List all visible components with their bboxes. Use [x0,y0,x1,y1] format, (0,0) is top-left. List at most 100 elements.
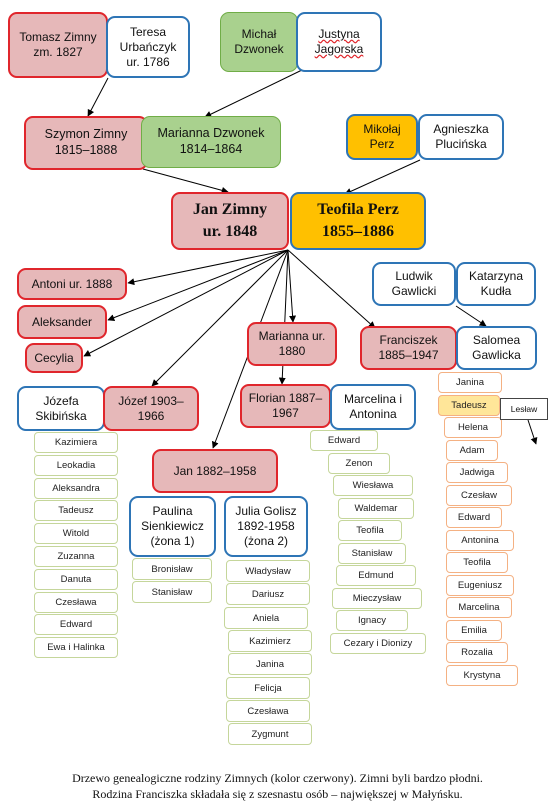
grandchild-item[interactable]: Edmund [336,565,416,586]
grandchild-item[interactable]: Janina [228,653,312,675]
grandchild-item[interactable]: Danuta [34,569,118,590]
grandchild-item[interactable]: Rozalia [446,642,508,663]
grandchild-item[interactable]: Zygmunt [228,723,312,745]
person-label: Marianna ur. 1880 [258,329,326,358]
person-label: Michał Dzwonek [234,27,284,56]
grandchild-item[interactable]: Bronisław [132,558,212,580]
person-michal-dzwonek[interactable]: Michał Dzwonek [220,12,298,72]
person-label: Jan 1882–1958 [173,463,257,478]
grandchild-item[interactable]: Aniela [224,607,308,629]
caption-line-1: Drzewo genealogiczne rodziny Zimnych (ko… [72,771,483,785]
person-marianna-dzwonek[interactable]: Marianna Dzwonek 1814–1864 [141,116,281,168]
person-label: Franciszek 1885–1947 [378,333,439,362]
person-jozef[interactable]: Józef 1903–1966 [103,386,199,431]
grandchild-item[interactable]: Witold [34,523,118,544]
person-tomasz-zimny[interactable]: Tomasz Zimny zm. 1827 [8,12,108,78]
grandchild-item[interactable]: Mieczysław [332,588,422,609]
person-cecylia[interactable]: Cecylia [25,343,83,373]
grandchild-item[interactable]: Teofila [338,520,402,541]
grandchild-item[interactable]: Zenon [328,453,390,474]
grandchild-item[interactable]: Krystyna [446,665,518,686]
grandchild-item[interactable]: Cezary i Dionizy [330,633,426,654]
person-teresa-urbanczyk[interactable]: Teresa Urbańczyk ur. 1786 [106,16,190,78]
grandchild-item[interactable]: Tadeusz [34,500,118,521]
grandchild-item[interactable]: Dariusz [226,583,310,605]
grandchild-item[interactable]: Eugeniusz [446,575,514,596]
note-leslaw: Lesław [500,398,548,420]
grandchild-item[interactable]: Waldemar [338,498,414,519]
person-label: Marcelina i Antonina [343,392,403,421]
person-name: Jan Zimny [192,201,268,219]
grandchild-item[interactable]: Emilia [446,620,502,641]
grandchild-item[interactable]: Czesława [226,700,310,722]
grandchild-item[interactable]: Ewa i Halinka [34,637,118,658]
grandchild-item[interactable]: Kazimierz [228,630,312,652]
person-justyna-jagorska[interactable]: Justyna Jagorska [296,12,382,72]
person-label: Florian 1887–1967 [248,391,323,420]
person-label: Józefa Skibińska [35,393,87,423]
person-label: Paulina Sienkiewicz (żona 1) [141,504,204,548]
grandchild-item[interactable]: Edward [34,614,118,635]
arrow-to-antoni [127,249,289,286]
grandchild-item[interactable]: Felicja [226,677,310,699]
person-agnieszka-plucinska[interactable]: Agnieszka Plucińska [418,114,504,160]
person-label: Aleksander [31,314,93,329]
person-katarzyna-kudla[interactable]: Katarzyna Kudła [456,262,536,306]
arrow-to-franciszek [287,249,376,329]
grandchild-item[interactable]: Tadeusz [438,395,500,416]
grandchild-item[interactable]: Helena [444,417,502,438]
person-jozefa-skibinska[interactable]: Józefa Skibińska [17,386,105,431]
grandchild-item[interactable]: Kazimiera [34,432,118,453]
person-label: Salomea Gawlicka [472,333,521,362]
person-aleksander[interactable]: Aleksander [17,305,107,339]
person-label: Józef 1903–1966 [118,393,184,423]
grandchild-item[interactable]: Leokadia [34,455,118,476]
grandchild-item[interactable]: Wiesława [333,475,413,496]
grandchild-item[interactable]: Antonina [446,530,514,551]
grandchild-item[interactable]: Edward [310,430,378,451]
person-dates: 1855–1886 [322,223,394,240]
person-jan-son[interactable]: Jan 1882–1958 [152,449,278,493]
person-paulina-sienkiewicz[interactable]: Paulina Sienkiewicz (żona 1) [129,496,216,557]
grandchild-item[interactable]: Marcelina [446,597,512,618]
person-label: Cecylia [34,350,74,365]
person-label: Antoni ur. 1888 [31,276,113,291]
person-dates: ur. 1848 [202,223,258,240]
arrow-szymon-jan [142,168,229,194]
grandchild-item[interactable]: Stanisław [338,543,406,564]
person-antoni[interactable]: Antoni ur. 1888 [17,268,127,300]
person-marianna-child[interactable]: Marianna ur. 1880 [247,322,337,366]
grandchild-item[interactable]: Czesław [446,485,512,506]
person-salomea-gawlicka[interactable]: Salomea Gawlicka [456,326,537,370]
person-ludwik-gawlicki[interactable]: Ludwik Gawlicki [372,262,456,306]
grandchild-item[interactable]: Zuzanna [34,546,118,567]
grandchild-item[interactable]: Aleksandra [34,478,118,499]
arrow-to-jozef [151,249,289,387]
grandchild-item[interactable]: Janina [438,372,502,393]
person-label: Agnieszka Plucińska [433,122,489,151]
person-teofila-perz[interactable]: Teofila Perz 1855–1886 [290,192,426,250]
grandchild-item[interactable]: Jadwiga [446,462,508,483]
person-szymon-zimny[interactable]: Szymon Zimny 1815–1888 [24,116,148,170]
arrow-to-cecylia [83,249,289,357]
person-franciszek[interactable]: Franciszek 1885–1947 [360,326,457,370]
grandchild-item[interactable]: Adam [446,440,498,461]
person-julia-golisz[interactable]: Julia Golisz 1892-1958 (żona 2) [224,496,308,557]
grandchild-item[interactable]: Edward [446,507,502,528]
grandchild-item[interactable]: Ignacy [336,610,408,631]
person-florian[interactable]: Florian 1887–1967 [240,384,331,428]
person-mikolaj-perz[interactable]: Mikołaj Perz [346,114,418,160]
grandchild-item[interactable]: Władysław [226,560,310,582]
person-label: Justyna Jagorska [314,27,364,56]
person-label: Mikołaj Perz [363,122,401,151]
grandchild-item[interactable]: Teofila [446,552,508,573]
caption-line-2: Rodzina Franciszka składała się z szesna… [92,787,463,801]
person-label: Teresa Urbańczyk ur. 1786 [119,24,177,69]
person-jan-zimny-main[interactable]: Jan Zimny ur. 1848 [171,192,289,250]
grandchild-item[interactable]: Stanisław [132,581,212,603]
note-label: Lesław [510,404,538,414]
arrow-to-aleksander [107,249,289,321]
grandchild-item[interactable]: Czesława [34,592,118,613]
person-label: Marianna Dzwonek 1814–1864 [157,126,265,156]
person-marcelina-antonina[interactable]: Marcelina i Antonina [330,384,416,430]
